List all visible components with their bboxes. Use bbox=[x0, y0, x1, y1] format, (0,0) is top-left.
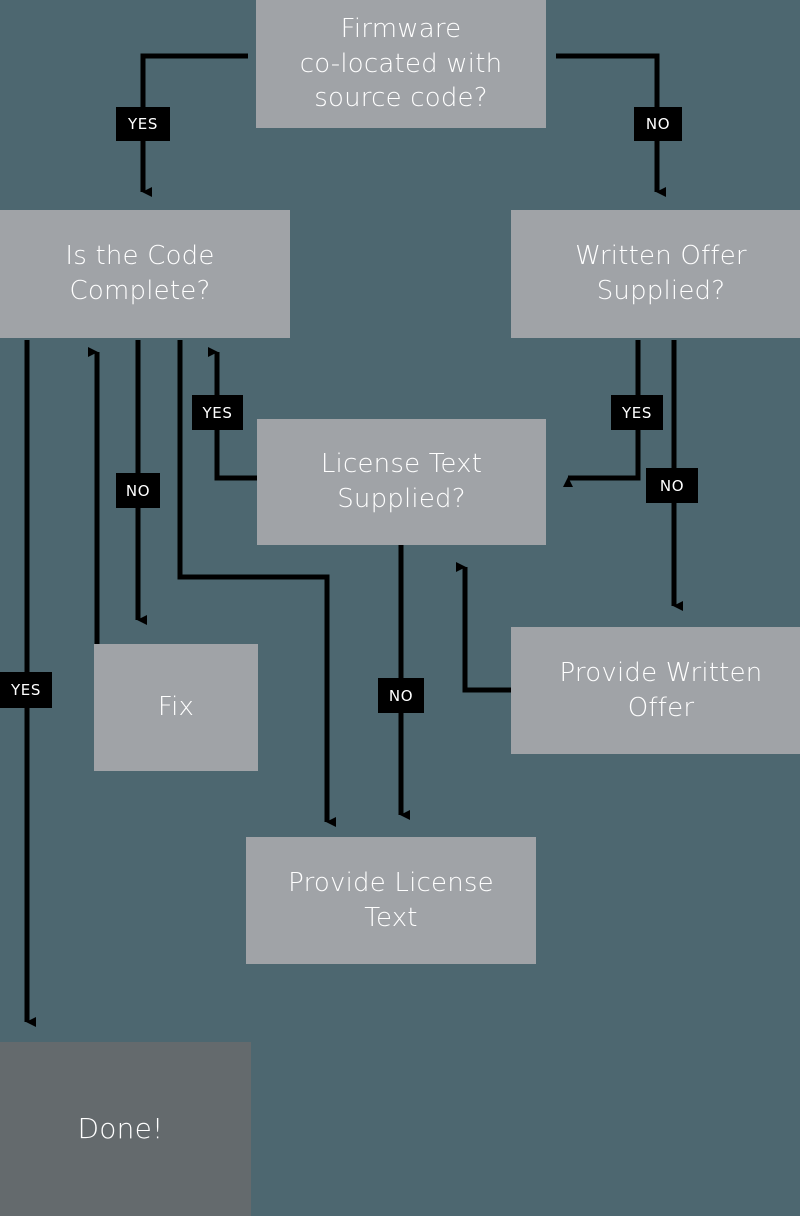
node-is-code-complete[interactable]: Is the Code Complete? bbox=[0, 210, 290, 338]
edge-label-offer-no: NO bbox=[646, 468, 698, 503]
edge-label-code-no: NO bbox=[116, 473, 160, 508]
node-provide-license-text[interactable]: Provide License Text bbox=[246, 837, 536, 964]
node-fix[interactable]: Fix bbox=[94, 644, 258, 771]
edge-provide-offer-to-license bbox=[456, 562, 511, 693]
node-license-text-supplied[interactable]: License Text Supplied? bbox=[257, 419, 546, 545]
edge-label-offer-yes: YES bbox=[611, 395, 663, 430]
node-written-offer-supplied[interactable]: Written Offer Supplied? bbox=[511, 210, 800, 338]
edge-label-code-yes: YES bbox=[0, 672, 52, 708]
edge-label-firmware-yes: YES bbox=[116, 107, 170, 141]
node-done[interactable]: Done! bbox=[0, 1042, 251, 1216]
node-provide-written-offer[interactable]: Provide Written Offer bbox=[511, 627, 800, 754]
edge-label-firmware-no: NO bbox=[634, 107, 682, 141]
edge-label-license-no: NO bbox=[378, 678, 424, 713]
edge-label-license-yes: YES bbox=[192, 395, 243, 430]
node-firmware[interactable]: Firmware co-located with source code? bbox=[256, 0, 546, 128]
